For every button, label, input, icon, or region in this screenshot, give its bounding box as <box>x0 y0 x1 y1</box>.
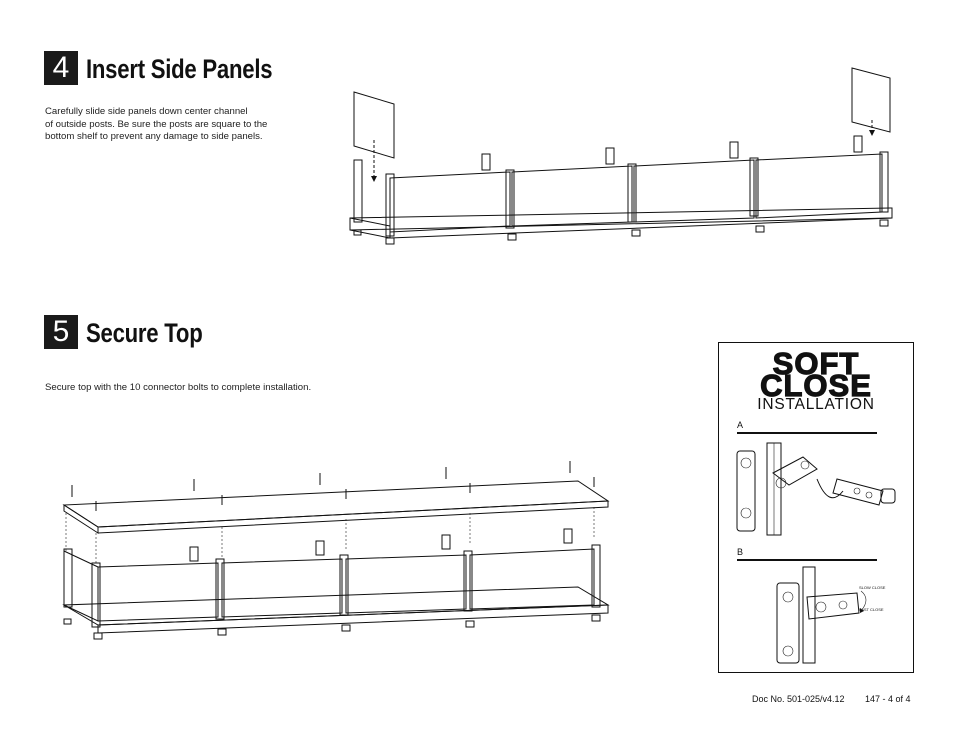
soft-close-title-line-1: SOFT <box>772 346 860 381</box>
post-2 <box>505 169 515 229</box>
panel-2 <box>511 165 633 227</box>
panel-1 <box>389 171 511 233</box>
section-a-rule <box>737 432 877 434</box>
fast-close-label: FAST CLOSE <box>859 607 884 612</box>
post-3 <box>627 163 637 223</box>
section-b-rule <box>737 559 877 561</box>
slow-close-label: SLOW CLOSE <box>859 585 886 590</box>
cabinet-panel-2 <box>221 558 343 618</box>
step-4-number: 4 <box>44 51 78 85</box>
cabinet-post-rear <box>63 548 73 608</box>
bottom-shelf-edge <box>349 217 391 227</box>
bottom-shelf-side <box>349 229 391 239</box>
cabinet-panel-1 <box>97 562 219 622</box>
foot-3 <box>631 229 641 237</box>
post-left-front <box>385 173 395 237</box>
step-4-instructions: Carefully slide side panels down center … <box>45 106 267 144</box>
cabinet-post-5 <box>591 544 601 608</box>
left-side-panel <box>353 91 395 159</box>
cabinet-post-top-2 <box>315 540 325 556</box>
cabinet-post-top-3 <box>441 534 451 550</box>
soft-close-title-line-2: CLOSE <box>759 368 872 403</box>
left-panel-arrow <box>371 176 377 182</box>
side-panels-illustration <box>349 67 893 245</box>
cabinet-post-top-4 <box>563 528 573 544</box>
connector-bolts <box>71 461 595 511</box>
cabinet-panel-3 <box>345 554 467 614</box>
step-4-line-2: of outside posts. Be sure the posts are … <box>45 118 268 130</box>
bottom-shelf <box>349 207 893 231</box>
foot-4 <box>755 225 765 233</box>
cabinet-post-1 <box>91 562 101 628</box>
post-right <box>879 151 889 213</box>
cabinet-post-2 <box>215 558 225 620</box>
step-4-line-3: bottom shelf to prevent any damage to si… <box>45 131 263 142</box>
panel-3 <box>633 159 755 223</box>
step-5-title: Secure Top <box>86 318 203 348</box>
cabinet-post-top-1 <box>189 546 199 562</box>
foot-2 <box>507 233 517 241</box>
bolt-guides <box>65 507 595 563</box>
hinge-a-illustration <box>736 442 896 536</box>
post-top-3 <box>729 141 739 159</box>
secure-top-illustration <box>62 461 610 640</box>
right-side-panel <box>851 67 891 133</box>
post-4 <box>749 157 759 217</box>
step-5-number: 5 <box>44 315 78 349</box>
step-4-title: Insert Side Panels <box>86 54 273 84</box>
top-shelf-front <box>97 500 609 534</box>
section-b-label: B <box>737 547 744 557</box>
post-top-2 <box>605 147 615 165</box>
cabinet-feet <box>63 614 601 640</box>
cabinet-panel-4 <box>469 548 595 610</box>
foot-rear <box>353 229 362 236</box>
soft-close-subtitle: INSTALLATION <box>757 396 875 413</box>
post-left-rear <box>353 159 363 223</box>
cabinet-side <box>63 550 99 622</box>
step-5-instructions: Secure top with the 10 connector bolts t… <box>45 382 312 393</box>
foot-1 <box>385 237 395 245</box>
section-a-label: A <box>737 420 744 430</box>
cabinet-bottom-front <box>97 604 609 634</box>
foot-5 <box>879 219 889 227</box>
cabinet-post-4 <box>463 550 473 612</box>
page-number: 147 - 4 of 4 <box>865 694 911 704</box>
bottom-shelf-front <box>389 217 893 239</box>
post-top-4 <box>853 135 863 153</box>
top-shelf <box>62 480 610 528</box>
right-panel-arrow <box>869 130 875 136</box>
step-4-line-1: Carefully slide side panels down center … <box>45 106 248 117</box>
top-shelf-side <box>63 504 99 534</box>
soft-close-panel: SOFT CLOSE INSTALLATION A B SLOW CLOSE F… <box>718 342 914 673</box>
hinge-b-illustration <box>776 566 867 664</box>
post-top-1 <box>481 153 491 171</box>
cabinet-post-3 <box>339 554 349 616</box>
doc-number: Doc No. 501-025/v4.12 <box>752 694 845 704</box>
